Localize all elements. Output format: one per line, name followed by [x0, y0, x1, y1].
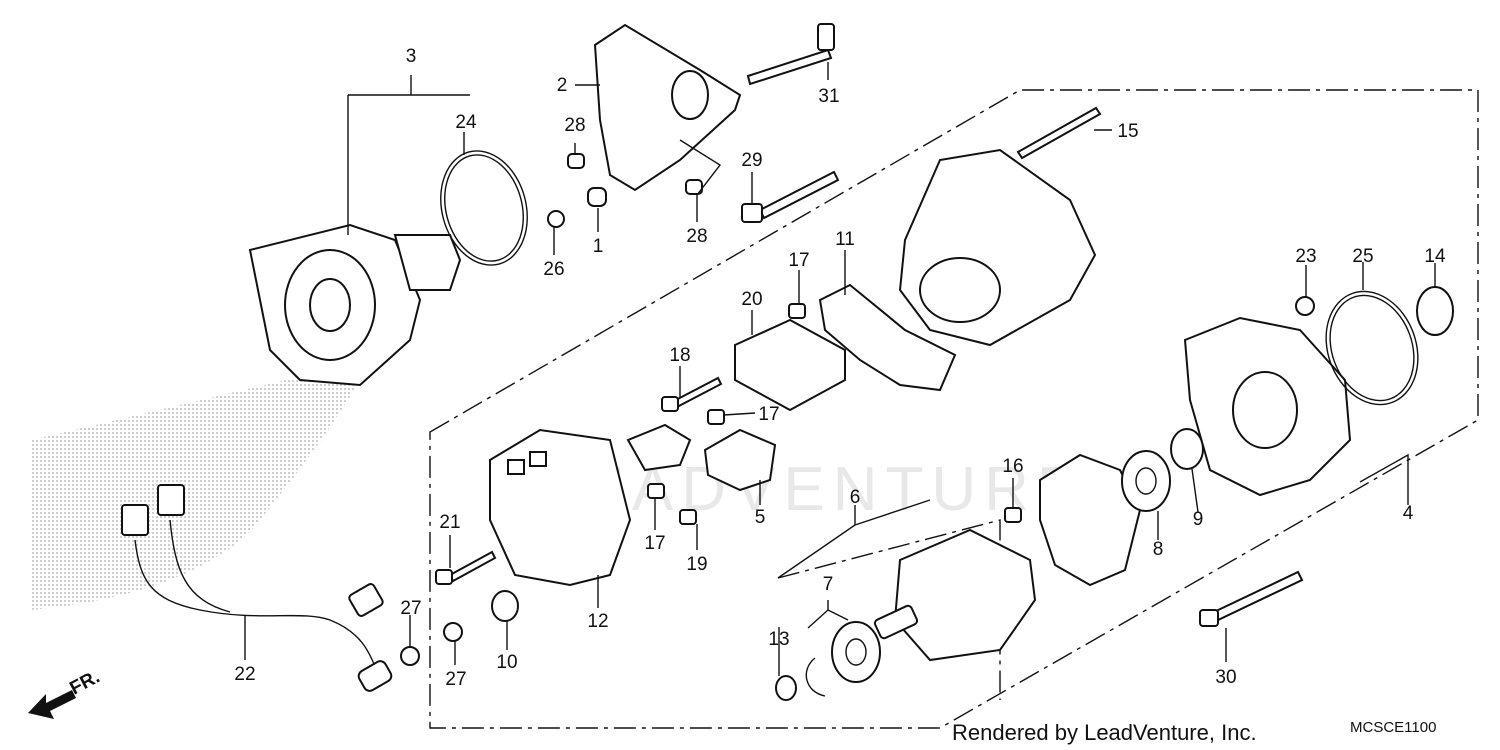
- screw-19: [679, 509, 697, 525]
- callout-5: 5: [755, 507, 766, 528]
- callout-21: 21: [439, 512, 460, 533]
- screw-17-c: [647, 483, 665, 499]
- snap-ring-13: [775, 675, 797, 701]
- callout-24: 24: [455, 112, 477, 133]
- callout-18: 18: [669, 345, 690, 366]
- callout-8: 8: [1153, 539, 1164, 560]
- callout-31: 31: [818, 86, 839, 107]
- screw-16: [1004, 507, 1022, 523]
- watermark-text: LEADVENTURE: [540, 455, 1086, 524]
- callout-1: 1: [593, 236, 604, 257]
- callout-28-lower: 28: [686, 226, 707, 247]
- callout-11: 11: [835, 229, 855, 250]
- diagram-code: MCSCE1100: [1350, 719, 1436, 736]
- callout-2: 2: [557, 75, 568, 96]
- grommet-10: [491, 590, 519, 622]
- nut-23: [1295, 296, 1315, 316]
- bolt-21: [448, 550, 497, 583]
- leader-lines: [244, 62, 1436, 676]
- callout-29: 29: [741, 150, 762, 171]
- callout-27-upper: 27: [400, 598, 421, 619]
- nut-26: [547, 210, 565, 228]
- regulator-20: [734, 318, 846, 412]
- starter-housing: [248, 223, 462, 387]
- callout-10: 10: [496, 652, 517, 673]
- callout-20: 20: [741, 289, 762, 310]
- callout-28-upper: 28: [564, 115, 585, 136]
- bolt-31: [746, 48, 833, 86]
- alternator-rear-housing: [898, 148, 1097, 347]
- wire-harness-22: [134, 539, 381, 681]
- credit-text: Rendered by LeadVenture, Inc.: [952, 720, 1257, 745]
- bolt-30-head: [1199, 609, 1219, 627]
- callout-17-top: 17: [788, 250, 809, 271]
- rotor-6: [873, 528, 1037, 662]
- callout-19: 19: [686, 554, 707, 575]
- callout-30: 30: [1215, 667, 1236, 688]
- callout-25: 25: [1352, 246, 1373, 267]
- callout-26: 26: [543, 259, 564, 280]
- bearing-7: [831, 621, 881, 683]
- callout-4: 4: [1403, 503, 1414, 524]
- alternator-bracket: [593, 23, 742, 192]
- callout-12: 12: [587, 611, 608, 632]
- callout-6: 6: [850, 487, 861, 508]
- nut-27-upper: [400, 646, 420, 666]
- callout-17-mid: 17: [758, 404, 779, 425]
- oring-24: [440, 150, 528, 266]
- callout-27-lower: 27: [445, 669, 466, 690]
- collar-1: [587, 187, 607, 207]
- rectifier-11: [818, 283, 957, 392]
- engine-area-shading: [30, 370, 360, 610]
- dowel-28-lower: [685, 179, 703, 195]
- callout-17-low: 17: [644, 533, 665, 554]
- callout-23: 23: [1295, 246, 1316, 267]
- end-cover-12: [489, 428, 632, 587]
- circlip: [805, 657, 826, 697]
- callout-7: 7: [823, 574, 834, 595]
- callout-9: 9: [1193, 509, 1204, 530]
- screw-17-a: [788, 303, 806, 319]
- callout-14: 14: [1424, 246, 1446, 267]
- bolt-30: [1212, 570, 1304, 622]
- oring-25: [1325, 290, 1419, 406]
- stud-15: [1016, 106, 1102, 160]
- screw-17-b: [707, 409, 725, 425]
- dowel-28-upper: [567, 153, 585, 169]
- nut-27-lower: [443, 622, 463, 642]
- callout-labels: 3 24 2 31 28 1 26 28 29 15 11 17 20 18 1…: [234, 46, 1446, 690]
- ring-9: [1170, 428, 1204, 470]
- callout-16: 16: [1002, 456, 1023, 477]
- callout-13: 13: [768, 629, 789, 650]
- bearing-14: [1416, 286, 1454, 336]
- callout-15: 15: [1117, 121, 1138, 142]
- callout-22: 22: [234, 664, 255, 685]
- assembly-outline-outer: [429, 89, 1479, 729]
- bearing-8: [1121, 450, 1171, 512]
- callout-3: 3: [406, 46, 417, 67]
- brush-holder-5: [703, 428, 777, 492]
- front-direction-arrow: FR.: [28, 667, 103, 719]
- bolt-29: [758, 170, 840, 220]
- bearing-retainer: [1039, 453, 1142, 587]
